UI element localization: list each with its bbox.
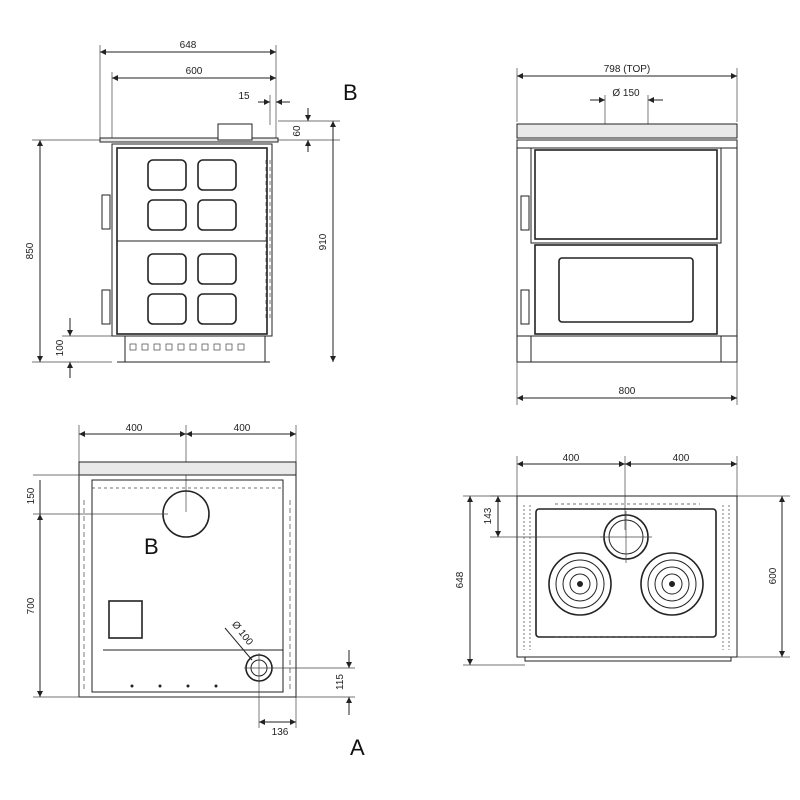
dim-60: 60	[292, 125, 303, 137]
label-a: A	[350, 735, 365, 760]
hotplate-right	[640, 552, 704, 616]
front-view: 798 (TOP) Ø 150 800	[516, 64, 738, 405]
dim-15: 15	[238, 91, 250, 102]
dim-400-rear-left: 400	[126, 423, 143, 434]
dim-798-top: 798 (TOP)	[604, 64, 651, 75]
side-view: 648 600 15 60 910 850 100	[25, 40, 358, 378]
dim-800: 800	[619, 386, 636, 397]
label-b-side: B	[343, 80, 358, 105]
dim-400-top-left: 400	[563, 453, 580, 464]
dim-648-top: 648	[455, 571, 466, 588]
dim-115: 115	[335, 674, 346, 690]
top-view: 400 400 143	[455, 453, 790, 666]
dim-100: 100	[55, 339, 66, 356]
dim-400-rear-right: 400	[234, 423, 251, 434]
dim-850: 850	[25, 242, 36, 259]
dim-400-top-right: 400	[673, 453, 690, 464]
dim-150-flue: Ø 150	[612, 88, 640, 99]
dim-700: 700	[26, 597, 37, 614]
dim-136: 136	[272, 727, 289, 738]
dim-910: 910	[318, 233, 329, 250]
hotplate-left	[548, 552, 612, 616]
dim-600-top: 600	[768, 567, 779, 584]
label-b-rear: B	[144, 534, 159, 559]
dim-600: 600	[186, 66, 203, 77]
rear-view: 400 400 150 700 Ø 100	[26, 423, 365, 760]
dim-648: 648	[180, 40, 197, 51]
dim-100-diameter: Ø 100	[229, 619, 255, 648]
dim-150-rear: 150	[26, 487, 37, 504]
dim-143: 143	[483, 507, 494, 524]
